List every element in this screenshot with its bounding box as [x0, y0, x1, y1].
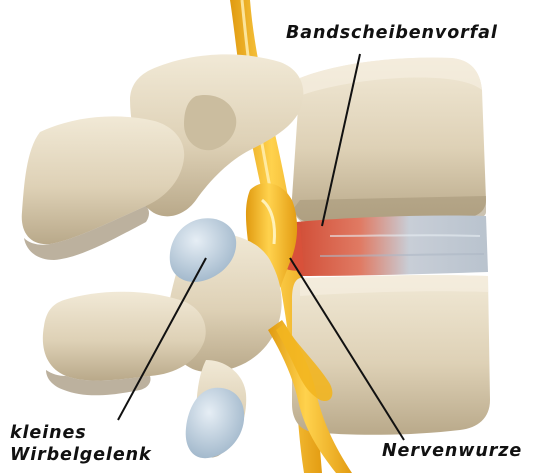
intervertebral-disc [273, 215, 488, 276]
label-nerve-root: Nervenwurze [382, 440, 522, 462]
label-facet-joint-line2: Wirbelgelenk [10, 444, 152, 466]
label-facet-joint-line1: kleines [10, 422, 87, 444]
label-herniation: Bandscheibenvorfal [286, 22, 498, 44]
